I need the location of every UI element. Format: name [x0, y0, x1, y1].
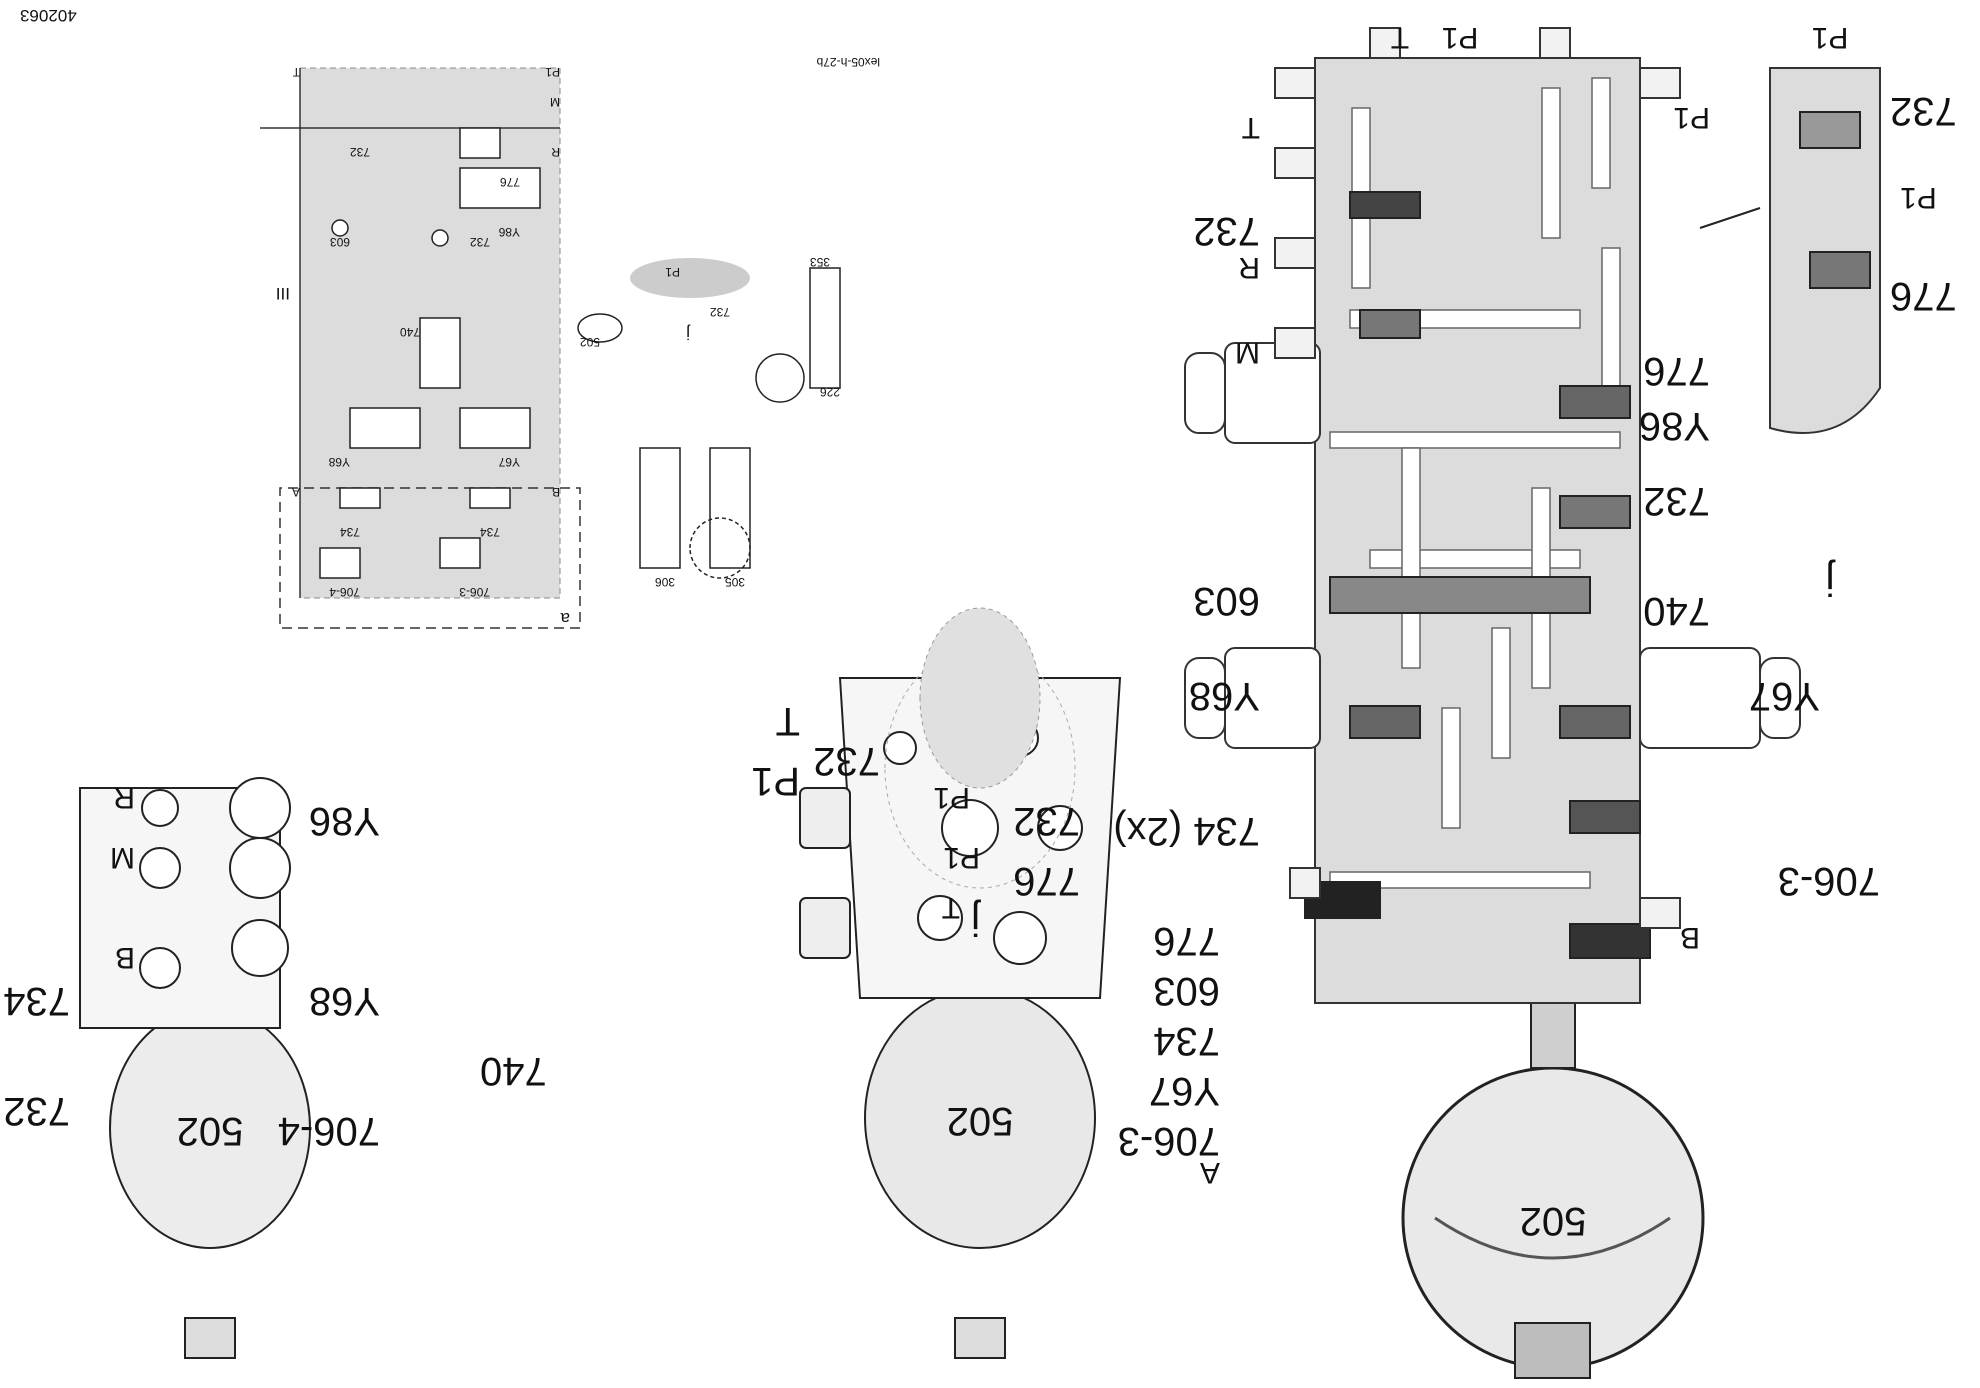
schematic-y67: Y67: [498, 455, 520, 469]
schematic-label-226: 226: [820, 385, 840, 399]
section-port-p1-top: P1: [1442, 21, 1479, 54]
section-detail-732: 732: [1890, 89, 1957, 133]
schematic-r: R: [551, 145, 560, 159]
section-label-706-3: 706-3: [1778, 859, 1880, 903]
view-detail-776: 776: [1013, 859, 1080, 903]
section-labels: T P1 T R M P1 B 732 Y86 776 732 740 603 …: [998, 21, 1880, 954]
schematic-m: M: [550, 95, 560, 109]
section-label-732b: 732: [1643, 479, 1710, 523]
section-label-y68: Y68: [1189, 674, 1260, 718]
schematic-j-ref: j: [686, 324, 691, 343]
section-label-776: Y86: [1639, 404, 1710, 448]
schematic-706-3: 706-3: [459, 585, 490, 599]
view-right-fittings: [139, 777, 291, 989]
schematic-j-p1: P1: [665, 265, 680, 279]
view-left: 502 P1 T P1 T 732 776 603 734 Y67 706-3 …: [480, 607, 1220, 1359]
section-label-y67: Y67: [1749, 674, 1820, 718]
schematic-code: lex05-h-27b: [816, 55, 880, 69]
section-detail-p1: P1: [1812, 21, 1849, 54]
section-port-b: B: [1680, 921, 1700, 954]
schematic-776: 776: [500, 175, 520, 189]
view-right-label-y68: Y68: [309, 979, 380, 1023]
schematic-706-4: 706-4: [329, 585, 360, 599]
section-port-t-left: T: [1242, 111, 1260, 144]
schematic-label-306: 306: [655, 575, 675, 589]
section-label-734: 734 (2x): [1113, 809, 1260, 853]
view-detail-732: 732: [1013, 799, 1080, 843]
view-right: 502 B M R Y86 Y68 734 732 706-4: [3, 777, 380, 1359]
view-left-solenoids: [799, 787, 851, 959]
view-left-label-603: 603: [1153, 969, 1220, 1013]
schematic-732b: 732: [470, 235, 490, 249]
schematic: III a 353 226 502 305 306 j 732 P1 T P1 …: [260, 55, 880, 629]
view-right-label-732: 732: [3, 1089, 70, 1133]
view-left-t: T: [942, 891, 960, 924]
section-cutaway: 502: [998, 21, 1957, 1379]
schematic-symbols: [319, 127, 541, 579]
section-label-603: 603: [1193, 579, 1260, 623]
section-accumulator: 502: [1401, 997, 1705, 1379]
schematic-group-iii-label: III: [276, 284, 290, 303]
section-ports: [1274, 27, 1681, 929]
view-detail-ref: j: [971, 899, 981, 943]
schematic-732: 732: [350, 145, 370, 159]
view-left-label-734: 734: [1153, 1019, 1220, 1063]
view-right-m: M: [110, 841, 135, 874]
section-port-p1-right: P1: [1673, 101, 1710, 134]
view-right-accumulator: 502: [177, 1109, 244, 1153]
view-detail-p1: P1: [933, 781, 970, 814]
schematic-y86: Y86: [498, 225, 520, 239]
schematic-label-305: 305: [725, 575, 745, 589]
schematic-group-iii: [299, 67, 561, 599]
section-label-740: 740: [1643, 589, 1710, 633]
view-left-accumulator: 502: [947, 1099, 1014, 1143]
schematic-group-a: [279, 487, 581, 629]
figure-id: 402063: [20, 6, 77, 25]
view-right-label-734: 734: [3, 979, 70, 1023]
schematic-a: A: [292, 485, 300, 499]
section-port-m-left: M: [1235, 336, 1260, 369]
schematic-y68: Y68: [328, 455, 350, 469]
view-right-label-y86: Y86: [309, 799, 380, 843]
section-detail-ref: j: [1826, 559, 1836, 603]
view-left-label-y67: Y67: [1149, 1069, 1220, 1113]
view-left-label-776: 776: [1153, 919, 1220, 963]
view-left-label-a: A: [1200, 1156, 1220, 1189]
section-port-t-top: T: [1391, 21, 1409, 54]
view-left-fittings: [883, 719, 1083, 965]
schematic-740: 740: [400, 325, 420, 339]
view-right-label-706-4: 706-4: [278, 1109, 380, 1153]
section-port-r-left: R: [1238, 251, 1260, 284]
view-left-p1: P1: [943, 841, 980, 874]
section-label-776b: 776: [1643, 349, 1710, 393]
section-label-732: 732: [1193, 209, 1260, 253]
view-left-label-740: 740: [480, 1049, 547, 1093]
view-left-label-732: 732: [813, 739, 880, 783]
schematic-t: T: [292, 65, 300, 79]
schematic-group-a-label: a: [560, 609, 570, 628]
view-right-b: B: [115, 941, 135, 974]
schematic-external: [577, 267, 841, 579]
view-right-r: R: [113, 781, 135, 814]
schematic-j-732: 732: [710, 305, 730, 319]
section-valves: [1304, 191, 1651, 959]
view-left-label-706-3: 706-3: [1118, 1119, 1220, 1163]
schematic-label-502: 502: [580, 335, 600, 349]
section-solenoids: [1184, 342, 1801, 749]
schematic-603: 603: [330, 235, 350, 249]
schematic-734b: 734: [340, 525, 360, 539]
view-left-label-p1: P1: [751, 759, 800, 803]
section-accumulator-label: 502: [1520, 1199, 1587, 1243]
section-detail-776: 776: [1890, 274, 1957, 318]
schematic-label-353: 353: [810, 255, 830, 269]
schematic-p1: P1: [545, 65, 560, 79]
view-left-label-t: T: [776, 699, 800, 743]
section-detail-p1b: P1: [1900, 181, 1937, 214]
section-detail-j: P1 P1 732 776 j: [1699, 21, 1957, 603]
schematic-734a: 734: [480, 525, 500, 539]
schematic-b: B: [552, 485, 560, 499]
